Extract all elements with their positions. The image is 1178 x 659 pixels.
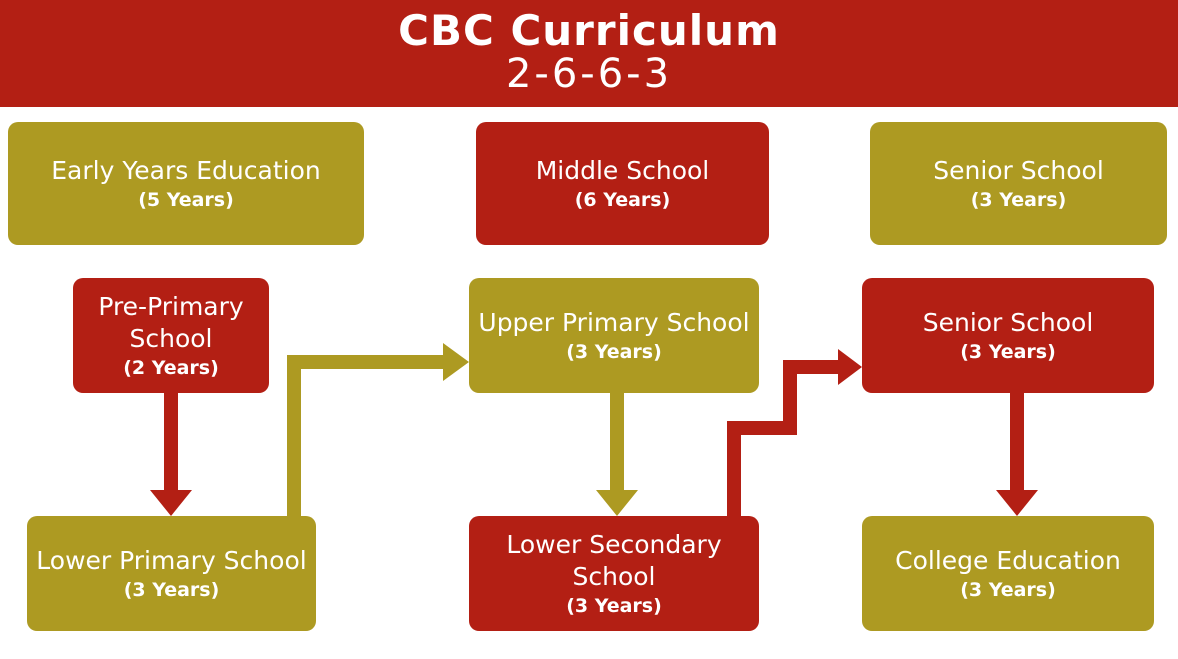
stage-senior-school: Senior School (3 Years)	[862, 278, 1154, 393]
stage-label: College Education	[895, 545, 1121, 575]
stage-pre-primary: Pre-Primary School (2 Years)	[73, 278, 269, 393]
category-years: (5 Years)	[138, 188, 234, 211]
stage-years: (3 Years)	[123, 578, 220, 601]
stage-college-education: College Education (3 Years)	[862, 516, 1154, 631]
arrow-pre-primary-to-lower-primary	[150, 392, 192, 516]
category-years: (6 Years)	[574, 188, 671, 211]
stage-label: Pre-Primary School	[98, 291, 244, 353]
stage-years: (2 Years)	[123, 356, 219, 379]
category-label: Middle School	[535, 155, 710, 185]
arrow-lower-secondary-to-senior-school	[727, 349, 862, 517]
stage-years: (3 Years)	[960, 340, 1056, 363]
arrow-lower-primary-to-upper-primary	[287, 343, 469, 517]
stage-label: Lower Secondary School	[506, 529, 722, 591]
category-middle-school: Middle School (6 Years)	[476, 122, 769, 245]
page-subtitle: 2-6-6-3	[505, 51, 673, 97]
arrow-upper-primary-to-lower-secondary	[596, 392, 638, 516]
arrow-senior-school-to-college	[996, 392, 1038, 516]
stage-upper-primary: Upper Primary School (3 Years)	[469, 278, 759, 393]
page-title: CBC Curriculum	[398, 6, 780, 55]
category-label: Senior School	[933, 155, 1104, 185]
header-banner: CBC Curriculum 2-6-6-3	[0, 0, 1178, 107]
category-senior-school: Senior School (3 Years)	[870, 122, 1167, 245]
stage-lower-secondary: Lower Secondary School (3 Years)	[469, 516, 759, 631]
stage-lower-primary: Lower Primary School (3 Years)	[27, 516, 316, 631]
stage-years: (3 Years)	[566, 594, 662, 617]
category-label: Early Years Education	[51, 155, 321, 185]
stage-label: Senior School	[922, 307, 1094, 337]
stage-label: Lower Primary School	[36, 545, 307, 575]
stage-years: (3 Years)	[566, 340, 662, 363]
stage-label: Upper Primary School	[478, 307, 750, 337]
category-early-years: Early Years Education (5 Years)	[8, 122, 364, 245]
category-years: (3 Years)	[970, 188, 1067, 211]
stage-years: (3 Years)	[960, 578, 1056, 601]
